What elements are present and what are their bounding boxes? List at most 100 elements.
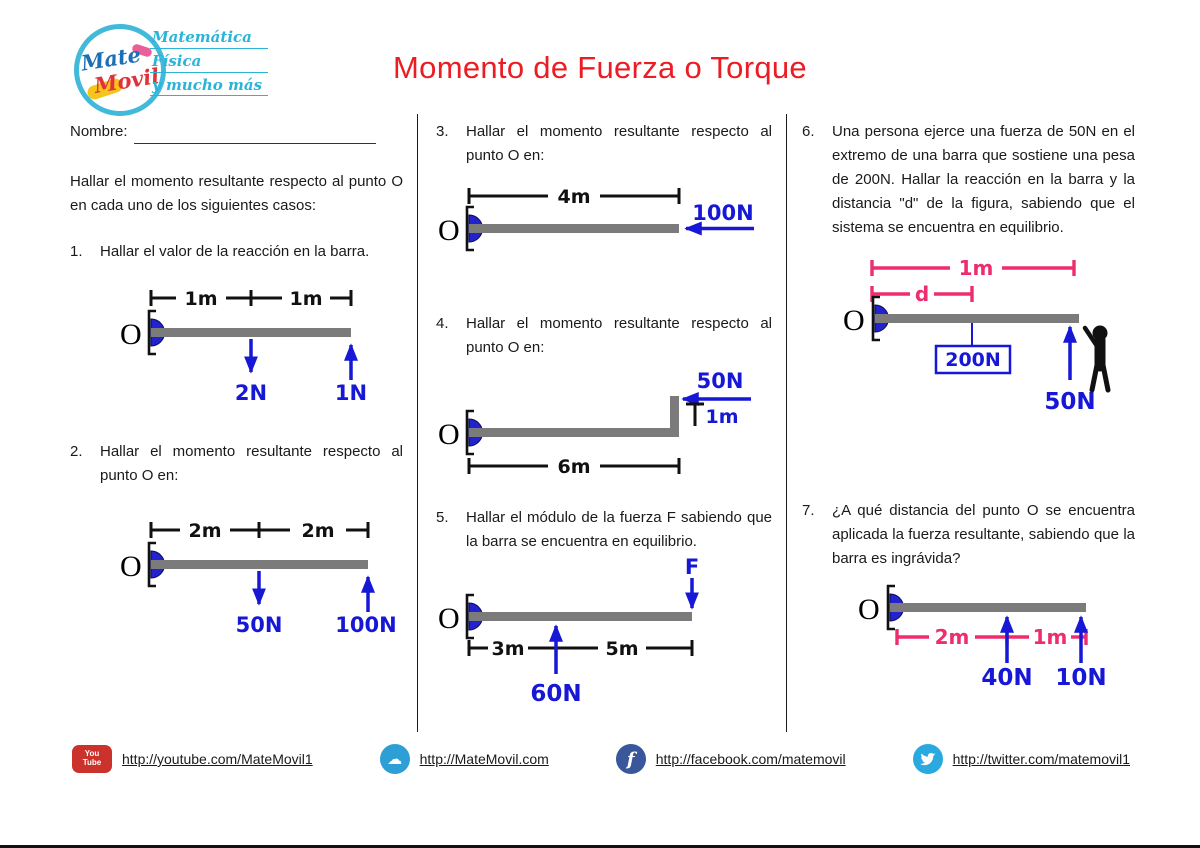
problem-5-text: Hallar el módulo de la fuerza F sabiendo… — [466, 509, 772, 550]
column-3: 6. Una persona ejerce una fuerza de 50N … — [802, 116, 1135, 698]
problem-5: 5. Hallar el módulo de la fuerza F sabie… — [436, 506, 772, 554]
bar-vertical-arm — [670, 396, 679, 437]
dim-label-2: 1m — [289, 288, 322, 310]
bar — [469, 428, 679, 437]
nombre-blank-line — [133, 128, 376, 144]
dim-d-label: d — [915, 282, 929, 306]
dim-label-2: 1m — [1033, 625, 1068, 649]
problem-4-diagram: O 50N 1m 6m — [436, 366, 772, 492]
force-f-label: F — [685, 558, 699, 579]
dim-label-2: 5m — [605, 638, 638, 660]
problem-2-text: Hallar el momento resultante respecto al… — [100, 443, 403, 484]
dim-1m-label: 1m — [959, 256, 994, 280]
problem-6: 6. Una persona ejerce una fuerza de 50N … — [802, 120, 1135, 240]
problem-4-text: Hallar el momento resultante respecto al… — [466, 315, 772, 356]
dim-label-1: 2m — [188, 520, 221, 542]
problem-6-diagram: 1m d O 200N 50N — [842, 254, 1135, 454]
footer: You Tube http://youtube.com/MateMovil1 ☁… — [72, 744, 1130, 774]
weight-label: 200N — [945, 349, 1001, 371]
wall-bracket — [147, 309, 156, 356]
problem-7-diagram: O 2m 1m 40N 10N — [857, 575, 1135, 698]
wall-bracket — [886, 584, 895, 631]
website-link[interactable]: http://MateMovil.com — [419, 751, 549, 767]
wall-bracket — [465, 409, 474, 456]
footer-twitter: http://twitter.com/matemovil1 — [912, 744, 1130, 774]
wall-bracket — [465, 593, 474, 640]
problem-1-text: Hallar el valor de la reacción en la bar… — [100, 243, 370, 260]
logo-taglines: Matemática Física y mucho más — [150, 28, 269, 97]
twitter-bird-icon — [919, 752, 936, 765]
dim-horizontal-label: 6m — [557, 456, 590, 478]
problem-4: 4. Hallar el momento resultante respecto… — [436, 312, 772, 360]
problem-1-number: 1. — [70, 243, 83, 260]
dim-label-1: 2m — [935, 625, 970, 649]
page-title: Momento de Fuerza o Torque — [393, 50, 807, 85]
problem-2-number: 2. — [70, 443, 83, 460]
force-1-label: 40N — [981, 665, 1032, 690]
wall-bracket — [871, 295, 880, 342]
force-up-label: 1N — [335, 381, 367, 405]
dim-label-2: 2m — [301, 520, 334, 542]
problem-3-diagram: O 4m 100N — [436, 184, 772, 284]
problem-5-diagram: F O 3m 5m 60N — [436, 555, 772, 718]
problem-7-number: 7. — [802, 502, 815, 519]
force-label: 50N — [697, 369, 744, 393]
twitter-icon[interactable] — [912, 744, 943, 774]
bar — [469, 224, 679, 233]
facebook-link[interactable]: http://facebook.com/matemovil — [655, 751, 846, 767]
problem-3-number: 3. — [436, 123, 449, 140]
problem-3: 3. Hallar el momento resultante respecto… — [436, 120, 772, 168]
origin-label: O — [438, 214, 460, 247]
origin-label: O — [438, 418, 460, 451]
bar — [151, 560, 368, 569]
youtube-icon[interactable]: You Tube — [72, 745, 112, 773]
dim-vertical-label: 1m — [705, 406, 738, 428]
wall-bracket — [147, 541, 156, 588]
footer-website: ☁ http://MateMovil.com — [379, 744, 549, 774]
problem-7-text: ¿A qué distancia del punto O se encuentr… — [832, 502, 1135, 567]
person-icon — [1082, 325, 1111, 393]
bottom-bar — [0, 845, 1200, 848]
force-2-label: 10N — [1055, 665, 1106, 690]
origin-label: O — [843, 304, 865, 337]
problem-6-text: Una persona ejerce una fuerza de 50N en … — [832, 123, 1135, 236]
origin-label: O — [858, 593, 880, 626]
force-down-label: 50N — [236, 613, 283, 637]
bar — [469, 612, 692, 621]
column-1: Nombre: Hallar el momento resultante res… — [70, 116, 403, 650]
footer-youtube: You Tube http://youtube.com/MateMovil1 — [72, 745, 313, 773]
intro-text: Hallar el momento resultante respecto al… — [70, 173, 403, 214]
cloud-icon[interactable]: ☁ — [379, 744, 410, 774]
facebook-icon[interactable]: f — [615, 744, 646, 774]
weight-box — [934, 344, 1012, 375]
problem-1: 1. Hallar el valor de la reacción en la … — [70, 240, 403, 264]
twitter-link[interactable]: http://twitter.com/matemovil1 — [952, 751, 1130, 767]
force-label: 50N — [1044, 389, 1095, 415]
wall-bracket — [465, 205, 474, 252]
logo-tagline-fisica: Física — [150, 52, 269, 73]
origin-label: O — [438, 602, 460, 635]
nombre-label: Nombre: — [70, 123, 128, 140]
force-up-label: 60N — [530, 681, 581, 707]
dim-label: 4m — [557, 186, 590, 208]
problem-7: 7. ¿A qué distancia del punto O se encue… — [802, 499, 1135, 571]
nombre-row: Nombre: — [70, 120, 403, 144]
footer-facebook: f http://facebook.com/matemovil — [615, 744, 846, 774]
youtube-link[interactable]: http://youtube.com/MateMovil1 — [122, 751, 313, 767]
column-separator-2 — [786, 114, 788, 732]
bar — [151, 328, 351, 337]
origin-label: O — [120, 318, 142, 351]
youtube-icon-text-2: Tube — [82, 758, 102, 767]
problem-3-text: Hallar el momento resultante respecto al… — [466, 123, 772, 164]
force-down-label: 2N — [235, 381, 267, 405]
matemovil-logo: Mate Movil Matemática Física y mucho más — [74, 22, 304, 122]
problem-6-number: 6. — [802, 123, 815, 140]
bar — [890, 603, 1086, 612]
column-2: 3. Hallar el momento resultante respecto… — [436, 116, 772, 718]
problem-4-number: 4. — [436, 315, 449, 332]
problem-5-number: 5. — [436, 509, 449, 526]
logo-circle-icon: Mate Movil — [74, 24, 166, 116]
problem-1-diagram: O 1m 1m 2N 1N — [118, 272, 403, 418]
youtube-icon-text-1: You — [84, 749, 100, 759]
problem-2-diagram: O 2m 2m 50N 100N — [118, 504, 403, 650]
